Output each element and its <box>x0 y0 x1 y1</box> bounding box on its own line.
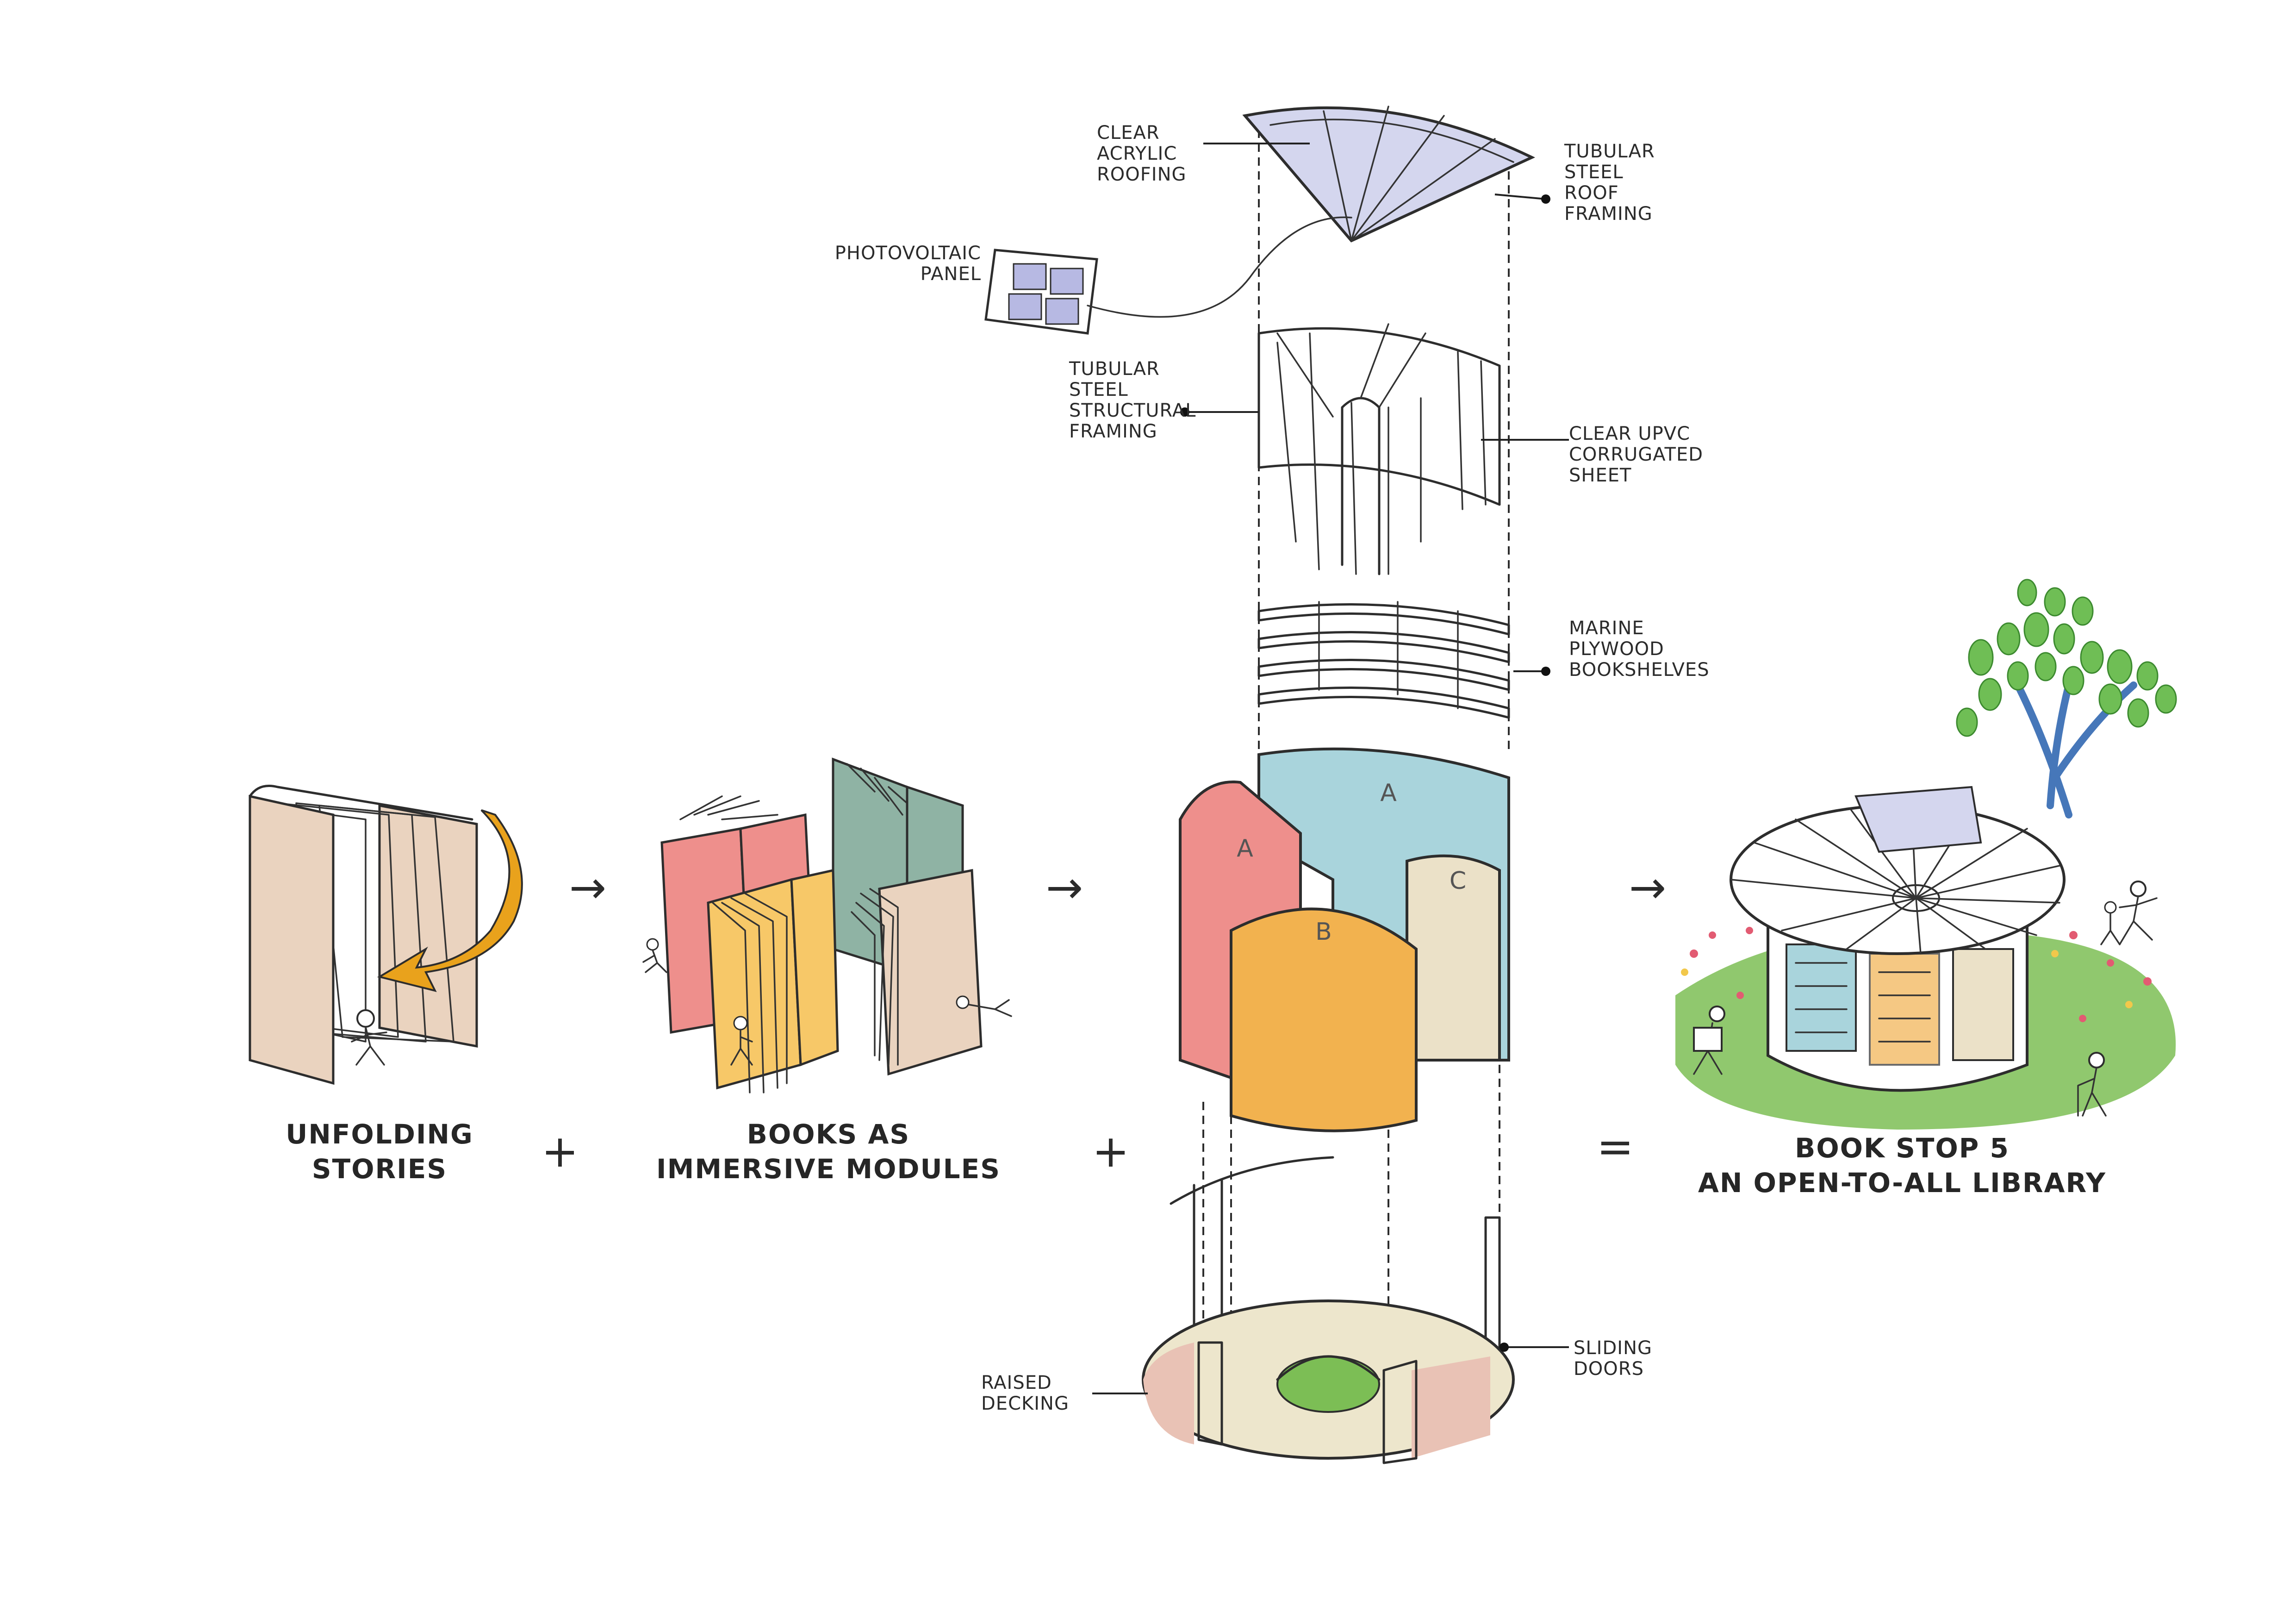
caption-books-modules-line1: BOOKS AS <box>747 1118 910 1150</box>
pavilion-door <box>1952 948 2014 1061</box>
reader-figure-lying <box>956 995 1012 1017</box>
label-line: FRAMING <box>1069 421 1157 442</box>
equals-operator: = <box>1597 1121 1634 1173</box>
bookshelves-layer <box>1257 601 1510 719</box>
module-cream-letter: C <box>1450 867 1466 895</box>
label-line: SLIDING <box>1574 1337 1652 1359</box>
caption-books-modules-line2: IMMERSIVE MODULES <box>656 1153 1001 1185</box>
reader-figure <box>351 1009 387 1066</box>
photovoltaic-panel <box>984 216 1352 335</box>
label-line: STRUCTURAL <box>1069 400 1196 421</box>
label-line: CLEAR UPVC <box>1569 423 1690 444</box>
label-tubular-steel-roof-framing: TUBULAR STEEL ROOF FRAMING <box>1564 141 1655 225</box>
books-modules-illustration <box>642 757 1012 1093</box>
tree-trunk <box>2014 681 2137 818</box>
label-line: PLYWOOD <box>1569 638 1664 660</box>
leader-lines <box>1092 143 1569 1394</box>
book-front-cover <box>249 794 335 1085</box>
label-line: ROOF <box>1564 182 1619 204</box>
arrow-operator-1: → <box>569 862 606 913</box>
label-marine-plywood-bookshelves: MARINE PLYWOOD BOOKSHELVES <box>1569 618 1710 681</box>
colour-modules-layer: A A C B <box>1179 747 1510 1132</box>
caption-unfolding-stories-line2: STORIES <box>312 1153 447 1185</box>
label-line: PHOTOVOLTAIC <box>835 243 981 264</box>
curved-rail <box>1170 1156 1334 1205</box>
label-line: FRAMING <box>1564 203 1653 225</box>
label-line: ROOFING <box>1097 164 1186 185</box>
module-cream-c <box>1406 854 1501 1062</box>
module-yellow-letter: B <box>1315 918 1332 946</box>
label-line: DOORS <box>1574 1358 1644 1380</box>
label-line: ACRYLIC <box>1097 143 1177 164</box>
label-line: DECKING <box>981 1393 1069 1414</box>
label-line: CLEAR <box>1097 122 1160 144</box>
label-line: RAISED <box>981 1372 1052 1393</box>
visitor-figure-child-right <box>2100 881 2158 945</box>
label-clear-acrylic-roofing: CLEAR ACRYLIC ROOFING <box>1097 122 1186 185</box>
bookshelf-window-left <box>1786 943 1857 1052</box>
page-turn-arrow <box>377 809 523 992</box>
label-line: BOOKSHELVES <box>1569 659 1710 681</box>
label-line: STEEL <box>1069 379 1128 400</box>
roof-acrylic-layer <box>1242 106 1536 243</box>
decking-layer <box>1142 1156 1515 1464</box>
plus-operator-2: + <box>1092 1125 1129 1177</box>
book-back-cover <box>378 804 478 1048</box>
label-photovoltaic-panel: PHOTOVOLTAIC PANEL <box>835 243 981 285</box>
label-line: PANEL <box>921 263 981 285</box>
label-sliding-doors: SLIDING DOORS <box>1574 1337 1652 1380</box>
caption-unfolding-stories-line1: UNFOLDING <box>286 1118 473 1150</box>
label-line: CORRUGATED <box>1569 444 1703 465</box>
unfolding-book-illustration <box>249 785 523 1085</box>
label-raised-decking: RAISED DECKING <box>981 1372 1069 1414</box>
caption-book-stop-line1: BOOK STOP 5 <box>1795 1132 2010 1164</box>
label-line: STEEL <box>1564 162 1624 183</box>
label-line: TUBULAR <box>1069 358 1160 380</box>
arrow-operator-2: → <box>1046 862 1083 913</box>
label-line: TUBULAR <box>1564 141 1655 162</box>
acrylic-roof-fan <box>1242 106 1536 243</box>
arrow-operator-3: → <box>1629 862 1666 913</box>
visitor-figure-walker <box>2077 1052 2107 1117</box>
book-stop-pavilion <box>1675 579 2177 1130</box>
book-tan-right <box>878 868 983 1076</box>
visitor-figure-left <box>1693 1006 1725 1075</box>
label-line: MARINE <box>1569 618 1644 639</box>
reader-figure-center <box>730 1016 753 1066</box>
caption-book-stop-line2: AN OPEN-TO-ALL LIBRARY <box>1698 1167 2106 1199</box>
label-tubular-steel-structural-framing: TUBULAR STEEL STRUCTURAL FRAMING <box>1069 358 1196 442</box>
flowers-yellow <box>1681 950 2133 1008</box>
module-blue-letter: A <box>1380 779 1397 807</box>
tree-leaves <box>1956 579 2177 737</box>
plus-operator-1: + <box>541 1125 579 1177</box>
module-red-letter: A <box>1237 835 1253 862</box>
module-yellow-b <box>1230 907 1418 1132</box>
structural-framing-layer <box>1257 323 1501 575</box>
reader-figure-left <box>642 938 667 973</box>
label-clear-upvc-corrugated-sheet: CLEAR UPVC CORRUGATED SHEET <box>1569 423 1703 486</box>
label-line: SHEET <box>1569 465 1631 486</box>
bookshelf-window-right <box>1869 953 1940 1066</box>
flowers <box>1690 927 2152 1022</box>
